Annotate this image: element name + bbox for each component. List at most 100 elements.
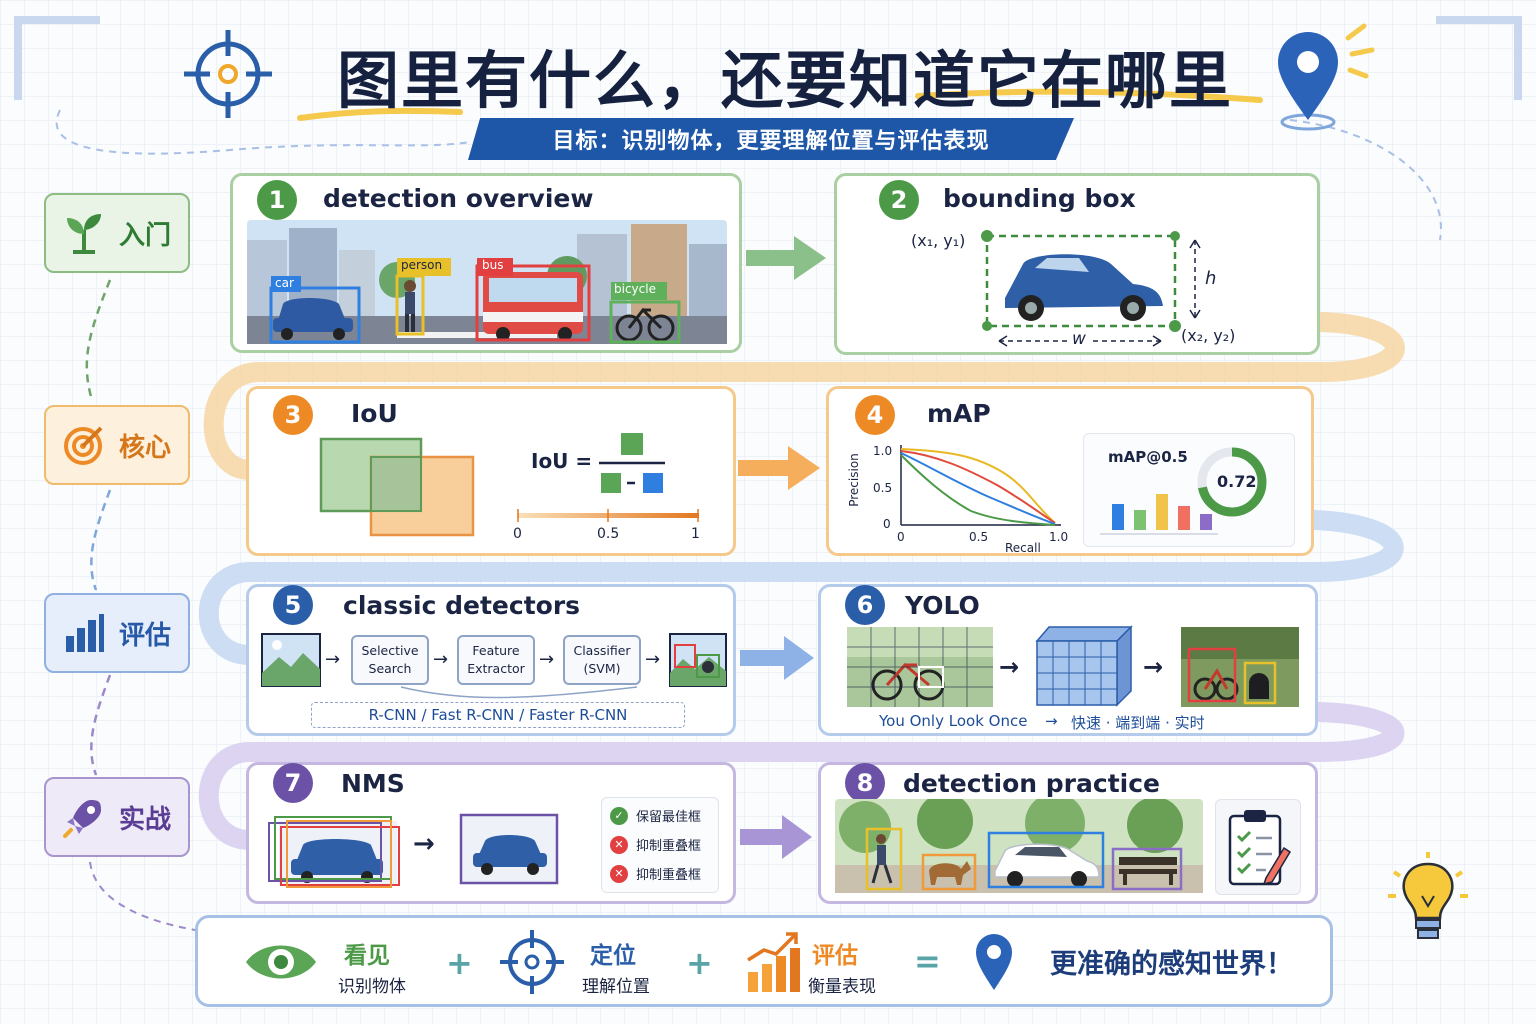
light-bulb-icon <box>1388 852 1468 939</box>
page-title: 图里有什么，还要知道它在哪里 <box>336 44 1233 117</box>
card-detection-practice: 8 detection practice <box>818 762 1318 904</box>
card-title: YOLO <box>905 591 980 620</box>
card-yolo: 6 YOLO → → You Only Look Once <box>818 584 1318 736</box>
tag-label: bus <box>482 258 504 272</box>
card-detection-overview: 1 detection overview <box>230 173 742 353</box>
flow-step-feature-extractor: Feature Extractor <box>457 635 535 685</box>
subtitle: 目标：识别物体，更要理解位置与评估表现 <box>552 129 990 154</box>
summary-conclusion: 更准确的感知世界！ <box>1050 949 1293 980</box>
nms-check-text: 抑制重叠框 <box>636 839 702 854</box>
flow-arrow: → <box>1143 653 1164 681</box>
plus-sign: + <box>446 944 473 982</box>
map-value: 0.72 <box>1217 472 1257 491</box>
cross-icon: ✕ <box>610 864 628 883</box>
nms-check-text: 保留最佳框 <box>636 810 702 825</box>
pr-curve-ytick: 0.5 <box>873 481 893 495</box>
height-dimension-line <box>1189 239 1201 319</box>
nms-check-suppress: ✕ 抑制重叠框 <box>610 864 701 883</box>
card-number: 3 <box>273 395 313 435</box>
card-number: 1 <box>257 180 297 220</box>
flow-arrow: → <box>539 649 555 670</box>
flow-step-classifier: Classifier (SVM) <box>563 635 641 685</box>
input-image-icon <box>261 633 321 687</box>
flow-arrow: → <box>433 649 449 670</box>
card-title: classic detectors <box>343 591 581 620</box>
stage-label-text: 核心 <box>118 432 171 463</box>
tag-label: person <box>401 258 443 272</box>
scale-tick: 1 <box>691 526 700 542</box>
stage-label-text: 评估 <box>118 620 171 651</box>
width-label: w <box>1072 329 1086 349</box>
card-iou: 3 IoU IoU = 0 0.5 1 <box>246 386 736 556</box>
flow-connector <box>400 686 638 699</box>
nms-check-text: 抑制重叠框 <box>636 868 702 883</box>
flow-arrow: → <box>645 649 661 670</box>
card-title: mAP <box>927 399 991 428</box>
stage-label-text: 入门 <box>118 220 171 251</box>
crosshair-icon <box>184 30 272 118</box>
iou-scale-bar <box>517 509 699 522</box>
cross-icon: ✕ <box>610 835 628 854</box>
bounding-box-illustration <box>981 230 1181 332</box>
card-classic-detectors: 5 classic detectors → Selective Search →… <box>246 584 736 736</box>
nms-check-keep: ✓ 保留最佳框 <box>610 806 701 825</box>
card-number: 7 <box>273 763 313 803</box>
stage-label-intro: 入门 <box>44 193 190 273</box>
flow-step-selective-search: Selective Search <box>351 635 429 685</box>
card-nms: 7 NMS → ✓ 保留最佳框 ✕ 抑制重叠框 ✕ 抑制重叠框 <box>246 762 736 904</box>
nms-overlapping-boxes <box>268 816 400 888</box>
clipboard-panel <box>1215 799 1301 895</box>
yolo-caption-arrow: → <box>1045 712 1058 730</box>
map-score-ring <box>1197 447 1267 517</box>
location-pin-icon <box>1278 23 1375 131</box>
yolo-caption: You Only Look Once <box>879 712 1028 730</box>
flow-arrow: → <box>325 649 341 670</box>
tag-label: bicycle <box>614 282 656 296</box>
target-icon <box>63 426 103 465</box>
corner-label-top-left: (x₁, y₁) <box>911 231 966 250</box>
clipboard-check-icon <box>1228 810 1292 886</box>
card-title: bounding box <box>943 184 1136 213</box>
park-scene-illustration <box>835 799 1203 893</box>
pr-curve-xtick: 1.0 <box>1049 530 1069 544</box>
card-title: detection overview <box>323 184 594 213</box>
nms-check-suppress: ✕ 抑制重叠框 <box>610 835 701 854</box>
tensor-cube-illustration <box>1035 625 1133 707</box>
card-title: detection practice <box>903 769 1160 798</box>
summary-bar: 看见 识别物体 + 定位 理解位置 + 评估 衡量表现 = 更准确的感知世界！ <box>195 915 1333 1007</box>
pr-curve-ytick: 1.0 <box>873 444 893 458</box>
summary-sub-see: 识别物体 <box>338 977 406 997</box>
pr-curve-xtick: 0 <box>897 530 905 544</box>
subtitle-banner: 目标：识别物体，更要理解位置与评估表现 <box>468 118 1074 160</box>
flow-arrow: → <box>413 829 435 859</box>
summary-sub-evaluate: 衡量表现 <box>808 977 876 997</box>
card-title: IoU <box>351 399 398 428</box>
arrow-right-icon <box>740 815 812 859</box>
scale-tick: 0 <box>513 526 522 542</box>
tag-label: car <box>275 276 294 290</box>
eye-icon <box>246 945 316 979</box>
card-number: 2 <box>879 180 919 220</box>
arrow-right-icon <box>738 446 820 490</box>
pr-curve-xtick: 0.5 <box>969 530 989 544</box>
height-label: h <box>1205 268 1217 289</box>
precision-recall-curve <box>900 445 1061 526</box>
check-icon: ✓ <box>610 806 628 825</box>
yolo-caption-traits: 快速 · 端到端 · 实时 <box>1071 714 1205 732</box>
yolo-result-illustration <box>1181 627 1299 707</box>
pr-curve-ylabel: Precision <box>846 453 861 507</box>
scale-tick: 0.5 <box>597 526 620 542</box>
plus-sign: + <box>686 944 713 982</box>
width-dimension-line <box>998 335 1162 347</box>
nms-kept-box <box>459 813 559 885</box>
pr-curve-ytick: 0 <box>883 517 891 531</box>
card-map: 4 mAP Precision 1.0 0.5 0 0 0.5 1.0 Reca… <box>826 386 1314 556</box>
summary-title-locate: 定位 <box>590 943 636 969</box>
map-score-panel: mAP@0.5 0.72 <box>1083 433 1295 547</box>
summary-title-see: 看见 <box>344 943 390 969</box>
bar-chart-icon <box>65 614 104 652</box>
sprout-icon <box>66 214 101 254</box>
iou-formula-label: IoU = <box>531 449 593 473</box>
nms-result-panel: ✓ 保留最佳框 ✕ 抑制重叠框 ✕ 抑制重叠框 <box>601 797 719 893</box>
pr-curve-xlabel: Recall <box>1005 541 1041 555</box>
